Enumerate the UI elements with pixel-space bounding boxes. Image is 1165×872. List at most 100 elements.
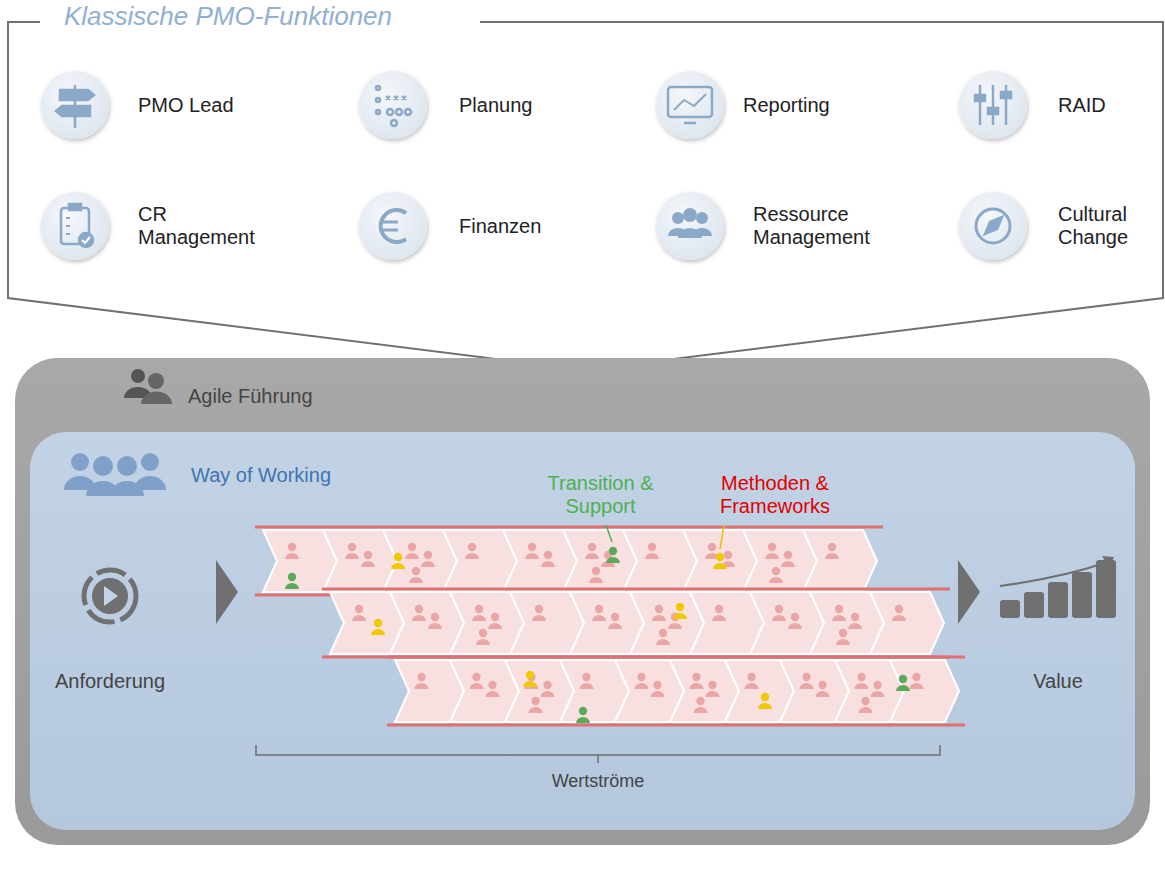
- person-body: [541, 691, 555, 697]
- person-head: [772, 567, 780, 575]
- person-head: [912, 673, 920, 681]
- chevron: [503, 530, 577, 592]
- function-label: Finanzen: [459, 215, 609, 238]
- person-head: [659, 629, 667, 637]
- person-head: [582, 673, 590, 681]
- person-icon: [486, 681, 500, 697]
- chevron: [323, 530, 397, 592]
- person-head: [526, 671, 534, 679]
- person-icon: [800, 673, 814, 689]
- bracket-funnel: [8, 22, 1163, 370]
- stream-line: [387, 724, 965, 727]
- chevron: [810, 592, 884, 654]
- person-head: [412, 567, 420, 575]
- person-icon: [892, 605, 906, 621]
- person-body: [592, 615, 606, 621]
- person-head: [544, 551, 552, 559]
- person-icon: [855, 673, 869, 689]
- person-icon: [361, 551, 375, 567]
- person-head: [761, 693, 769, 701]
- person-head: [592, 567, 600, 575]
- person-icon: [285, 573, 299, 589]
- person-body: [409, 577, 423, 583]
- person-icon: [745, 673, 759, 689]
- role-label: Transition & Support: [528, 472, 673, 518]
- person-body: [765, 553, 779, 559]
- person-head: [648, 543, 656, 551]
- person-head: [374, 619, 382, 627]
- person-icon: [529, 697, 543, 713]
- person-head: [543, 681, 551, 689]
- person-head: [784, 551, 792, 559]
- person-icon: [580, 673, 594, 689]
- person-body: [285, 583, 299, 589]
- person-icon: [910, 673, 924, 689]
- person-head: [394, 553, 402, 561]
- person-icon: [352, 605, 366, 621]
- person-body: [585, 553, 599, 559]
- person-icon: [541, 551, 555, 567]
- person-body: [580, 683, 594, 689]
- input-label: Anforderung: [40, 670, 180, 693]
- person-body: [285, 553, 299, 559]
- person-body: [848, 623, 862, 629]
- person-body: [470, 683, 484, 689]
- person-head: [579, 707, 587, 715]
- person-body: [781, 561, 795, 567]
- chevron: [623, 530, 697, 592]
- icon-circles: [41, 71, 1027, 260]
- leader-line: [720, 525, 724, 549]
- person-icon: [712, 605, 726, 621]
- person-icon: [656, 629, 670, 645]
- person-body: [871, 691, 885, 697]
- person-icon: [465, 543, 479, 559]
- person-body: [652, 615, 666, 621]
- function-icons: [56, 85, 1011, 247]
- person-icon: [608, 613, 622, 629]
- person-icon: [836, 629, 850, 645]
- person-head: [535, 605, 543, 613]
- person-head: [288, 543, 296, 551]
- person-head: [791, 613, 799, 621]
- chevron: [750, 592, 824, 654]
- chevron: [890, 660, 959, 722]
- person-body: [745, 683, 759, 689]
- person-head: [355, 605, 363, 613]
- person-body: [345, 553, 359, 559]
- person-body: [788, 623, 802, 629]
- person-icon: [576, 707, 590, 723]
- person-head: [676, 603, 684, 611]
- function-label: Ressource Management: [753, 203, 888, 249]
- person-icon: [713, 553, 727, 569]
- node-heading: Agile Führung: [188, 385, 313, 408]
- person-icon: [788, 613, 802, 629]
- chevron: [570, 592, 644, 654]
- person-body: [391, 563, 405, 569]
- person-body: [816, 691, 830, 697]
- person-head: [431, 613, 439, 621]
- person-head: [472, 673, 480, 681]
- chevron: [443, 530, 517, 592]
- person-icon: [488, 613, 502, 629]
- function-label: Planung: [459, 94, 609, 117]
- play-icon: [84, 570, 136, 622]
- person-body: [532, 615, 546, 621]
- person-icon: [405, 543, 419, 559]
- stream-line: [387, 656, 965, 659]
- person-body: [673, 613, 687, 619]
- person-body: [352, 615, 366, 621]
- function-label: PMO Lead: [138, 94, 288, 117]
- person-head: [768, 543, 776, 551]
- chevron: [630, 592, 704, 654]
- person-head: [655, 605, 663, 613]
- person-body: [706, 691, 720, 697]
- person-icon: [772, 605, 786, 621]
- person-body: [405, 553, 419, 559]
- person-head: [364, 551, 372, 559]
- person-head: [479, 629, 487, 637]
- stream-line: [322, 588, 950, 591]
- person-head: [724, 551, 732, 559]
- people-icon: [64, 453, 166, 496]
- stream-line: [255, 526, 883, 529]
